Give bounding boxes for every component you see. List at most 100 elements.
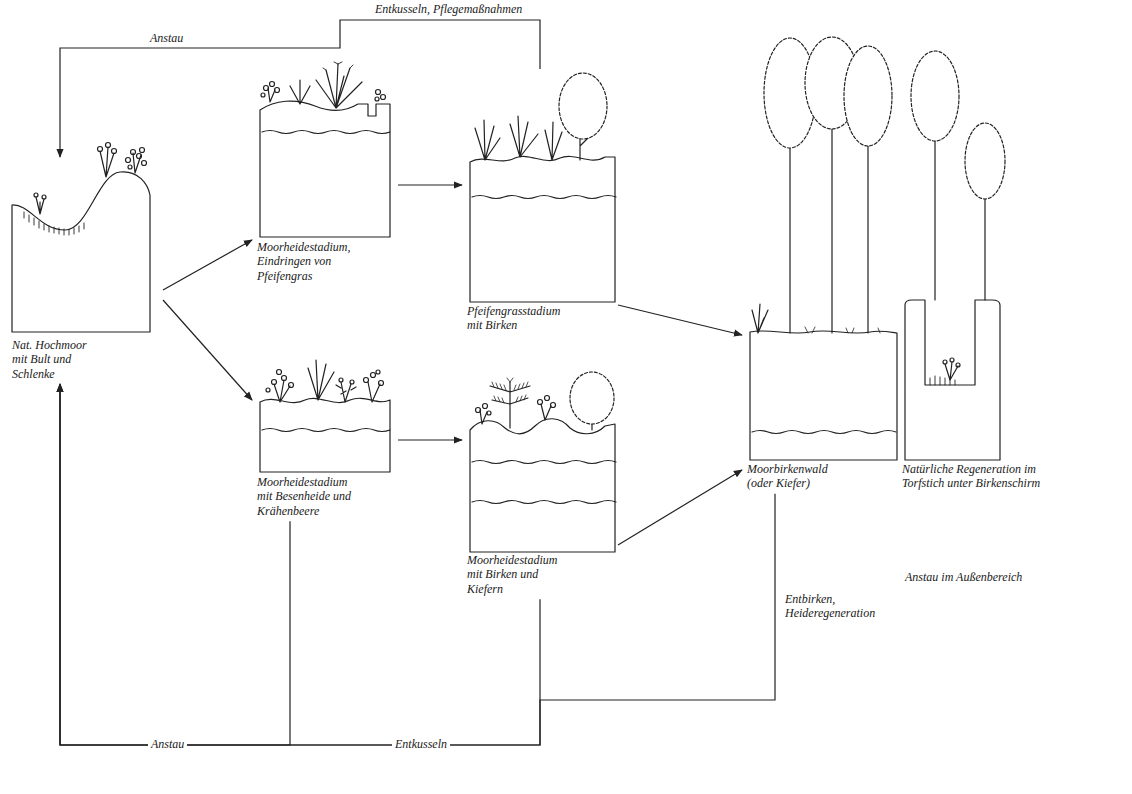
note-label: Anstau xyxy=(150,31,183,45)
raised-bog-figure xyxy=(140,148,145,153)
bog-illustrations xyxy=(12,37,1005,552)
purple-moor-grass-figure xyxy=(475,120,500,160)
heather-crowberry-figure xyxy=(272,380,277,385)
stage-caption: Moorheidestadium mit Birken und Kiefern xyxy=(467,553,567,596)
birch-pine-heath-figure xyxy=(490,382,530,428)
birch-forest-figure xyxy=(752,431,896,434)
heath-grass-figure xyxy=(261,93,265,97)
purple-moor-grass-figure xyxy=(545,122,562,160)
birch-pine-heath-figure xyxy=(480,410,487,424)
heather-crowberry-figure xyxy=(308,360,334,400)
raised-bog-figure xyxy=(133,153,141,173)
raised-bog-figure xyxy=(106,143,111,148)
peat-cut-regeneration-figure xyxy=(911,51,959,141)
heather-crowberry-figure xyxy=(282,376,287,381)
stage-node: Moorheidestadium mit Besenheide und Kräh… xyxy=(255,345,395,518)
succession-arrow xyxy=(398,439,462,440)
birch-pine-heath-figure xyxy=(470,419,615,552)
succession-arrow xyxy=(60,384,775,745)
heath-grass-figure xyxy=(275,88,280,93)
succession-arrow xyxy=(163,240,252,290)
stage-caption: Moorbirkenwald (oder Kiefer) xyxy=(747,462,847,491)
purple-moor-grass-figure xyxy=(559,73,607,139)
succession-arrow xyxy=(163,300,252,400)
heath-grass-figure xyxy=(323,62,353,70)
heather-crowberry-figure xyxy=(289,383,294,388)
peat-cut-regeneration-figure xyxy=(905,51,1005,460)
heather-crowberry-figure xyxy=(364,378,369,383)
heather-crowberry-figure xyxy=(368,382,380,402)
heather-crowberry-figure xyxy=(266,388,270,392)
birch-pine-heath-figure xyxy=(483,404,488,409)
heath-grass-figure xyxy=(376,90,381,95)
birch-pine-heath-figure xyxy=(476,408,481,413)
raised-bog-figure xyxy=(128,165,132,169)
peat-cut-regeneration-figure xyxy=(950,358,954,362)
raised-bog-figure xyxy=(137,154,142,159)
birch-pine-heath-figure xyxy=(472,501,616,504)
stage-caption: Nat. Hochmoor mit Bult und Schlenke xyxy=(12,338,102,381)
raised-bog-figure xyxy=(12,172,150,332)
measure-label: Entbirken, Heideregeneration xyxy=(782,592,898,621)
peat-cut-regeneration-figure xyxy=(965,123,1005,199)
peat-cut-regeneration-figure xyxy=(905,300,1000,460)
heather-crowberry-figure xyxy=(376,370,380,374)
heath-grass-figure xyxy=(290,80,310,104)
raised-bog-figure xyxy=(42,195,46,199)
purple-moor-grass-figure xyxy=(510,116,538,157)
connector-group xyxy=(60,20,775,745)
stage-node: Moorheidestadium, Eindringen von Pfeifen… xyxy=(255,60,395,283)
birch-pine-heath-figure xyxy=(551,403,556,408)
heath-grass-figure xyxy=(270,82,275,87)
birch-forest-figure xyxy=(844,46,892,146)
stage-node: Pfeifengrasstadium mit Birken xyxy=(465,72,615,333)
stage-node: Moorheidestadium mit Birken und Kiefern xyxy=(465,370,615,596)
heather-crowberry-figure xyxy=(260,398,390,472)
birch-forest-figure xyxy=(805,327,880,333)
raised-bog-figure xyxy=(12,143,150,333)
heath-grass-figure xyxy=(316,64,362,108)
birch-forest-figure xyxy=(750,37,897,460)
raised-bog-figure xyxy=(36,197,44,214)
birch-pine-heath-figure xyxy=(472,461,616,464)
heather-crowberry-figure xyxy=(336,382,356,402)
birch-forest-figure xyxy=(750,331,897,460)
heather-crowberry-figure xyxy=(262,429,390,432)
succession-arrow xyxy=(60,384,290,745)
succession-arrow xyxy=(398,184,462,185)
heath-grass-figure xyxy=(260,101,390,237)
raised-bog-figure xyxy=(142,161,147,166)
raised-bog-figure xyxy=(126,158,131,163)
measure-label: Entkusseln, Pflegemaßnahmen xyxy=(372,2,525,16)
measure-label: Anstau xyxy=(148,737,187,751)
raised-bog-figure xyxy=(112,149,117,154)
heather-crowberry-figure xyxy=(277,370,282,375)
stage-caption: Natürliche Regeneration im Torfstich unt… xyxy=(902,462,1042,491)
purple-moor-grass-figure xyxy=(470,73,616,302)
birch-pine-heath-figure xyxy=(538,400,543,405)
birch-pine-heath-figure xyxy=(545,396,550,401)
raised-bog-figure xyxy=(131,150,136,155)
stage-caption: Pfeifengrasstadium mit Birken xyxy=(467,304,577,333)
birch-pine-heath-figure xyxy=(492,378,528,403)
peat-cut-regeneration-figure xyxy=(943,360,947,364)
raised-bog-figure xyxy=(98,147,103,152)
peat-cut-regeneration-figure xyxy=(956,363,960,367)
birch-pine-heath-figure xyxy=(541,404,551,420)
purple-moor-grass-figure xyxy=(472,196,616,199)
stage-caption: Moorheidestadium, Eindringen von Pfeifen… xyxy=(257,240,367,283)
measure-label: Entkusseln xyxy=(392,737,450,751)
stage-caption: Moorheidestadium mit Besenheide und Kräh… xyxy=(257,475,357,518)
heath-grass-figure xyxy=(264,86,269,91)
succession-arrow xyxy=(60,20,540,157)
stage-node: Moorbirkenwald (oder Kiefer) xyxy=(745,35,900,491)
heath-grass-figure xyxy=(260,62,390,237)
birch-pine-heath-figure xyxy=(470,372,616,552)
raised-bog-figure xyxy=(34,193,38,197)
birch-forest-figure xyxy=(790,125,868,333)
succession-arrow xyxy=(618,470,742,545)
heather-crowberry-figure xyxy=(260,360,390,472)
birch-pine-heath-figure xyxy=(570,372,614,424)
